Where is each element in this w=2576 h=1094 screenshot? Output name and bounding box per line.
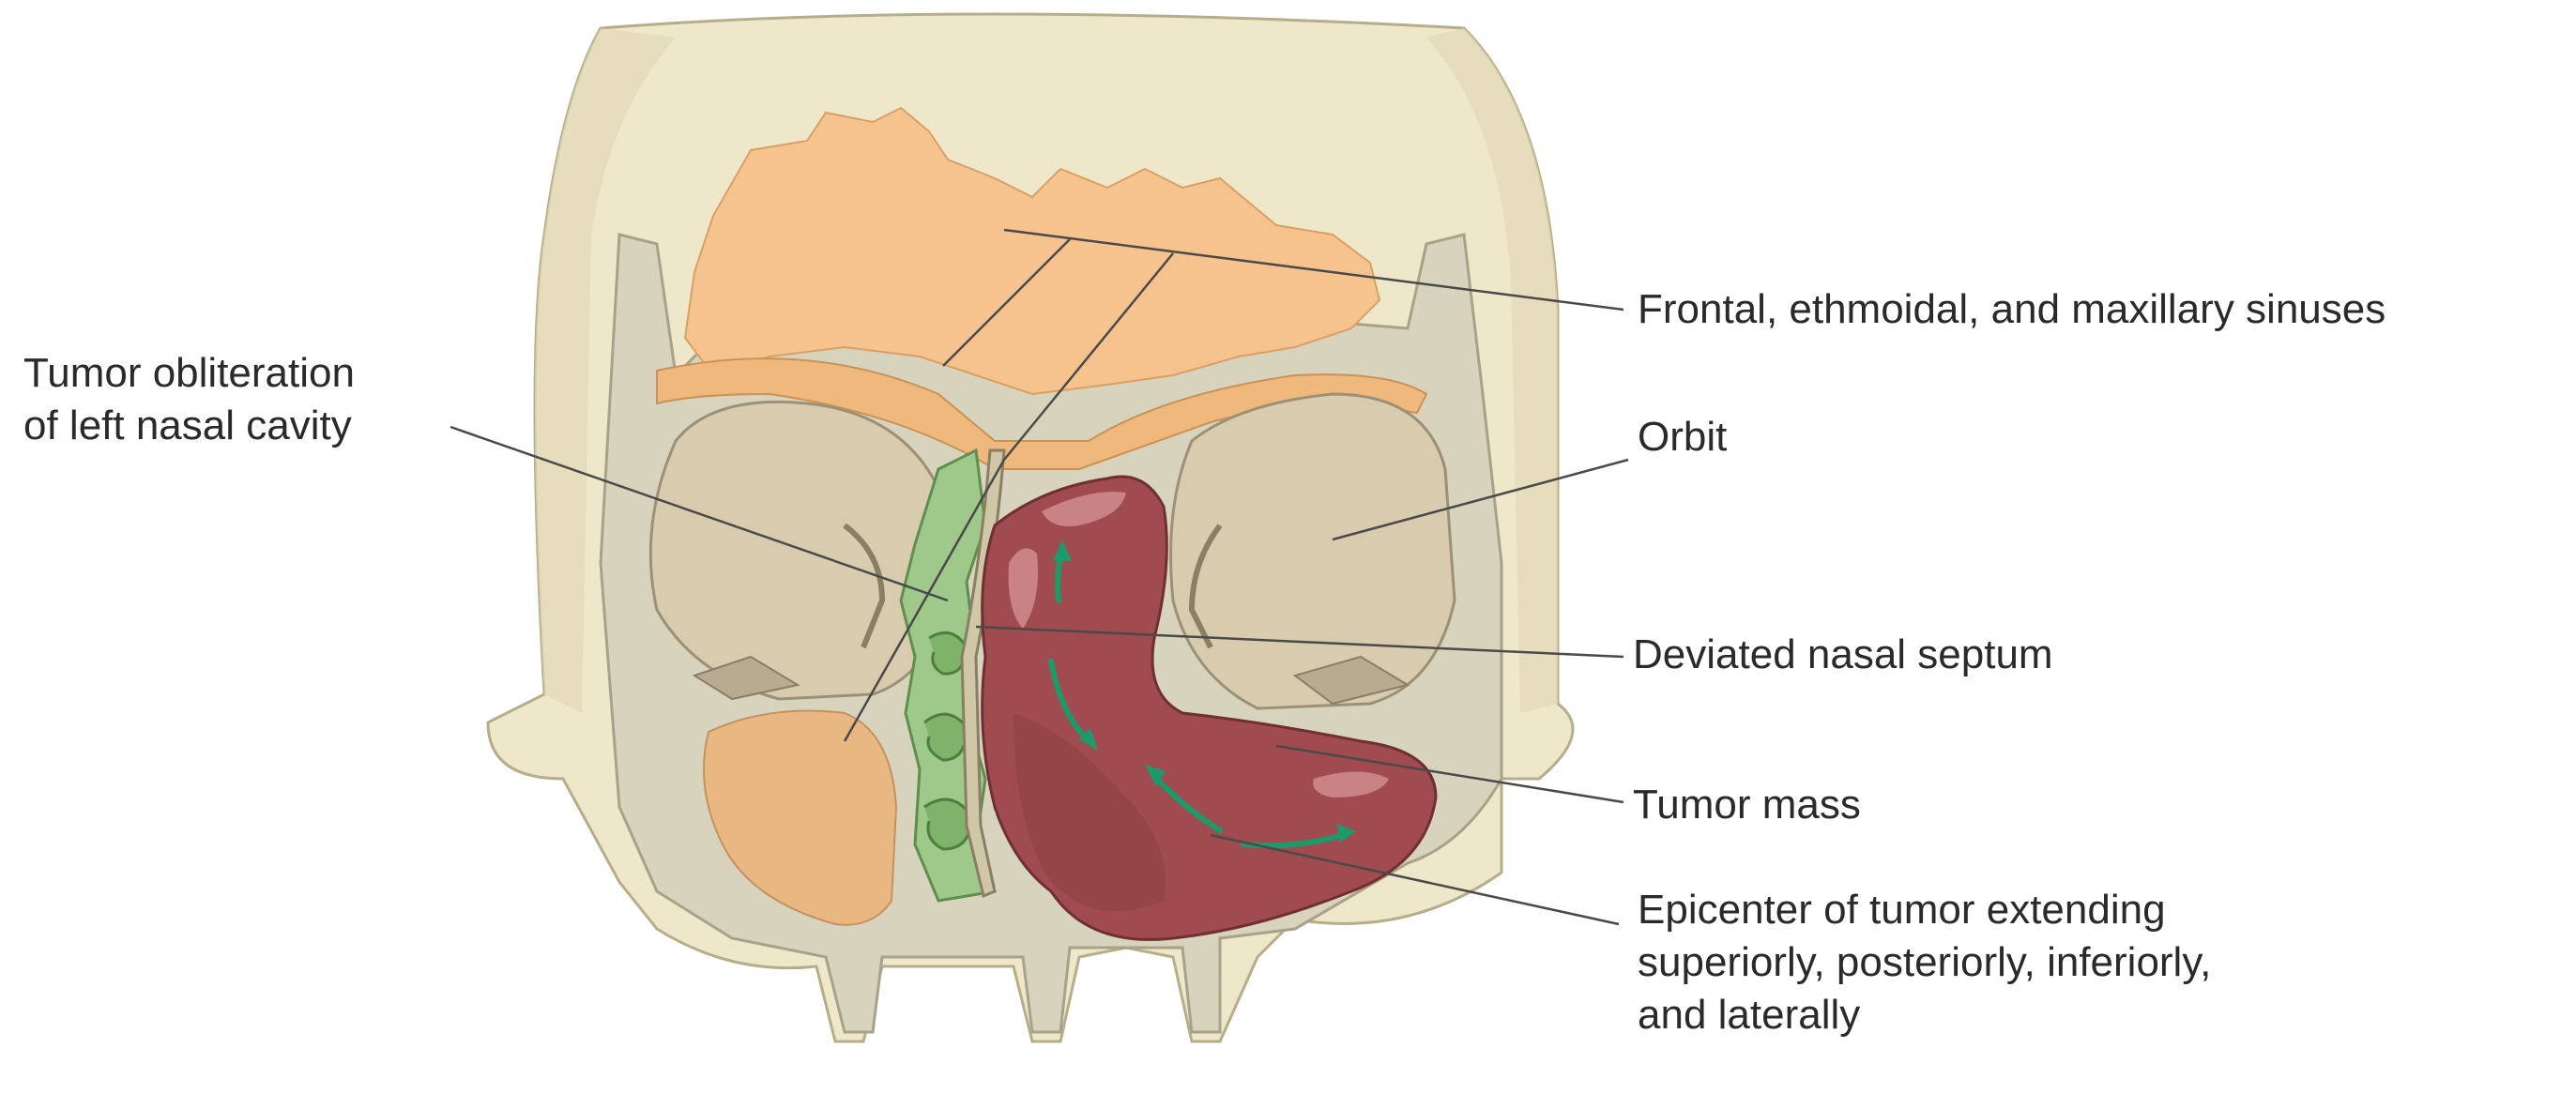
label-epicenter-line-2: superiorly, posteriorly, inferiorly, bbox=[1638, 939, 2212, 985]
skull-shadow-right bbox=[1426, 28, 1558, 713]
frontal-sinus bbox=[683, 106, 1381, 396]
right-orbit bbox=[1169, 392, 1456, 710]
left-orbit bbox=[648, 400, 950, 701]
label-tumor-obliteration: Tumor obliteration of left nasal cavity bbox=[23, 347, 355, 452]
label-obliteration-line-2: of left nasal cavity bbox=[23, 403, 352, 448]
label-epicenter-line-3: and laterally bbox=[1638, 992, 1861, 1038]
label-sinuses: Frontal, ethmoidal, and maxillary sinuse… bbox=[1638, 283, 2385, 336]
left-orbit-floor bbox=[692, 655, 800, 701]
leader-tumor-mass bbox=[1275, 744, 1624, 804]
label-orbit: Orbit bbox=[1638, 411, 1727, 463]
label-tumor-mass: Tumor mass bbox=[1633, 779, 1861, 831]
nasal-septum bbox=[960, 448, 1006, 899]
tumor-highlight-upper bbox=[1042, 492, 1126, 526]
turbinate-scroll-2 bbox=[923, 798, 973, 851]
label-tumor-mass-line-1: Tumor mass bbox=[1633, 782, 1861, 828]
label-epicenter-line-1: Epicenter of tumor extending bbox=[1638, 887, 2166, 933]
extension-arrow-inferior bbox=[1048, 659, 1091, 744]
label-deviated-septum: Deviated nasal septum bbox=[1633, 629, 2053, 681]
label-obliteration-line-1: Tumor obliteration bbox=[23, 350, 355, 396]
orbital-roof-band bbox=[656, 357, 1428, 470]
label-orbit-line-1: Orbit bbox=[1638, 414, 1728, 460]
tumor-highlight-left bbox=[1008, 548, 1038, 629]
leader-obliteration bbox=[450, 425, 949, 602]
right-orbit-floor bbox=[1292, 655, 1410, 706]
left-maxillary-sinus bbox=[703, 709, 898, 926]
left-orbit-fissure bbox=[843, 523, 886, 649]
arrowhead-posterior bbox=[1145, 765, 1166, 786]
right-orbit-fissure bbox=[1188, 524, 1223, 649]
leader-epicenter bbox=[1210, 833, 1620, 926]
leader-sinuses-main bbox=[1003, 228, 1624, 311]
skull-shadow-left bbox=[535, 28, 676, 713]
arrowhead-superior bbox=[1053, 539, 1072, 561]
turbinate-scroll-3 bbox=[928, 631, 968, 676]
label-septum-line-1: Deviated nasal septum bbox=[1633, 631, 2053, 677]
leader-orbit bbox=[1332, 458, 1629, 541]
label-sinuses-line-1: Frontal, ethmoidal, and maxillary sinuse… bbox=[1638, 286, 2386, 332]
label-epicenter: Epicenter of tumor extending superiorly,… bbox=[1638, 884, 2211, 1041]
arrowhead-inferior bbox=[1079, 728, 1098, 751]
leader-sinuses-ethmoidal bbox=[1003, 252, 1174, 461]
leader-septum bbox=[975, 625, 1624, 659]
leader-sinuses-maxillary bbox=[843, 459, 1006, 742]
arrowhead-lateral bbox=[1337, 824, 1356, 843]
leader-lines bbox=[450, 228, 1629, 926]
leader-sinuses-frontal bbox=[942, 238, 1071, 367]
tumor-shade bbox=[1014, 713, 1166, 912]
tumor-highlight-lower bbox=[1313, 771, 1389, 798]
turbinate-scroll-1 bbox=[923, 712, 968, 762]
